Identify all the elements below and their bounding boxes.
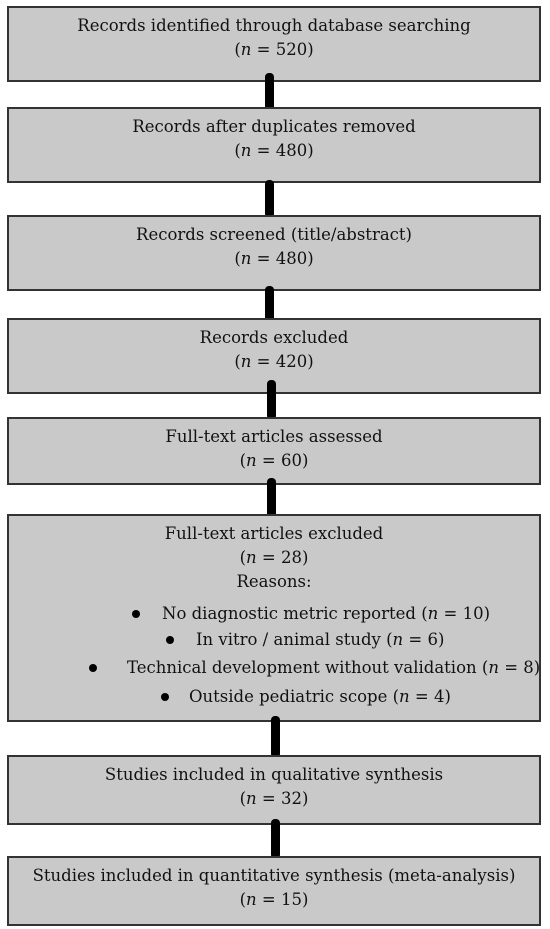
- flow-box-duplicates-removed: Records after duplicates removed (n = 48…: [7, 107, 541, 183]
- reason-text: In vitro / animal study (n = 6): [196, 630, 445, 649]
- box-count: (n = 480): [234, 249, 314, 268]
- box-count: (n = 28): [239, 548, 309, 567]
- reason-text: Outside pediatric scope (n = 4): [189, 687, 451, 706]
- box-count: (n = 60): [239, 451, 309, 470]
- box-title: Records excluded: [199, 328, 349, 347]
- flow-box-quantitative-synthesis: Studies included in quantitative synthes…: [7, 856, 541, 926]
- connector-5: [267, 478, 276, 518]
- flow-box-full-text-excluded: Full-text articles excluded (n = 28) Rea…: [7, 514, 541, 722]
- reason-text: Technical development without validation…: [127, 658, 541, 677]
- box-count: (n = 480): [234, 141, 314, 160]
- connector-7: [271, 819, 280, 859]
- box-title: Records identified through database sear…: [77, 16, 471, 35]
- box-title: Records after duplicates removed: [132, 117, 416, 136]
- reason-item: Technical development without validation…: [9, 656, 541, 680]
- box-title: Full-text articles assessed: [165, 427, 383, 446]
- reason-item: Outside pediatric scope (n = 4): [9, 685, 539, 709]
- flow-box-identified: Records identified through database sear…: [7, 6, 541, 82]
- connector-6: [271, 716, 280, 758]
- connector-4: [267, 380, 276, 420]
- bullet-icon: [161, 693, 169, 701]
- box-title: Studies included in quantitative synthes…: [32, 866, 516, 885]
- box-title: Records screened (title/abstract): [136, 225, 412, 244]
- flow-box-screened: Records screened (title/abstract) (n = 4…: [7, 215, 541, 291]
- bullet-icon: [166, 636, 174, 644]
- reasons-heading: Reasons:: [236, 572, 312, 591]
- box-count: (n = 32): [239, 789, 309, 808]
- box-count: (n = 15): [239, 890, 309, 909]
- reason-item: In vitro / animal study (n = 6): [9, 628, 539, 652]
- box-title: Full-text articles excluded: [164, 524, 384, 543]
- box-count: (n = 420): [234, 352, 314, 371]
- reason-item: No diagnostic metric reported (n = 10): [9, 602, 539, 626]
- flow-box-qualitative-synthesis: Studies included in qualitative synthesi…: [7, 755, 541, 825]
- connector-2: [265, 180, 274, 218]
- box-title: Studies included in qualitative synthesi…: [104, 765, 444, 784]
- bullet-icon: [132, 610, 140, 618]
- connector-1: [265, 73, 274, 111]
- bullet-icon: [89, 664, 97, 672]
- connector-3: [265, 286, 274, 324]
- reason-text: No diagnostic metric reported (n = 10): [162, 604, 491, 623]
- box-count: (n = 520): [234, 40, 314, 59]
- flow-box-full-text-assessed: Full-text articles assessed (n = 60): [7, 417, 541, 485]
